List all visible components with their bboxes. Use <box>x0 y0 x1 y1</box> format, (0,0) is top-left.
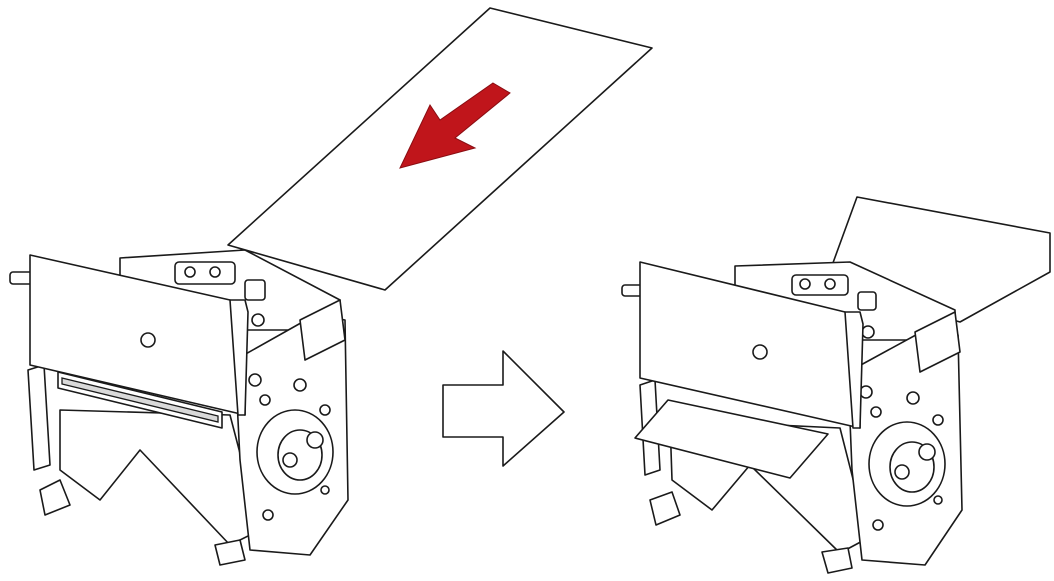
feed-direction-arrow <box>399 82 511 169</box>
printer-mechanism-after <box>621 261 963 574</box>
step-arrow-icon <box>442 350 565 467</box>
paper-sheet-after-front <box>634 399 829 479</box>
printer-mechanism-before <box>9 249 349 566</box>
